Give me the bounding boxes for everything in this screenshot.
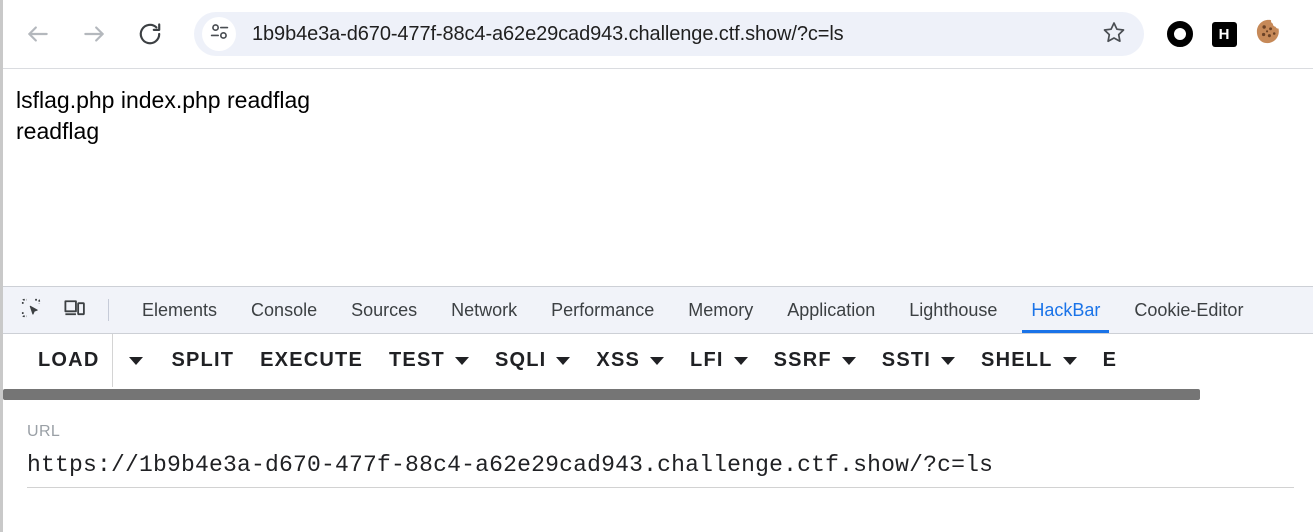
hackbar-sqli-button[interactable]: SQLI — [482, 334, 583, 387]
url-input[interactable]: https://1b9b4e3a-d670-477f-88c4-a62e29ca… — [27, 452, 994, 478]
hackbar-load-dropdown-button[interactable] — [112, 334, 158, 387]
button-label: EXECUTE — [260, 349, 364, 371]
reload-icon — [137, 21, 163, 47]
chevron-down-icon — [1062, 356, 1077, 365]
hackbar-extension-button[interactable]: H — [1202, 12, 1246, 56]
button-label: TEST — [389, 349, 445, 371]
tab-lighthouse[interactable]: Lighthouse — [892, 287, 1014, 333]
hackbar-body: URL https://1b9b4e3a-d670-477f-88c4-a62e… — [3, 401, 1313, 488]
site-settings-button[interactable] — [202, 17, 236, 51]
tab-label: Cookie-Editor — [1134, 299, 1244, 320]
hackbar-icon: H — [1211, 21, 1237, 47]
button-label: XSS — [596, 349, 641, 371]
tab-cookie-editor[interactable]: Cookie-Editor — [1117, 287, 1260, 333]
tab-label: Application — [787, 299, 876, 320]
chevron-down-icon — [128, 356, 143, 365]
hackbar-split-button[interactable]: SPLIT — [158, 334, 247, 387]
device-toolbar-button[interactable] — [58, 294, 90, 326]
extension-icons: H — [1158, 12, 1290, 56]
page-body-text: lsflag.php index.php readflag readflag — [16, 87, 311, 144]
tab-hackbar[interactable]: HackBar — [1014, 287, 1117, 333]
star-icon — [1102, 20, 1126, 49]
cookie-editor-extension-button[interactable] — [1246, 12, 1290, 56]
hackbar-horizontal-scrollbar[interactable] — [3, 387, 1313, 401]
chevron-down-icon — [556, 356, 571, 365]
tab-label: Elements — [142, 299, 218, 320]
hackbar-xss-button[interactable]: XSS — [583, 334, 677, 387]
button-label: SSRF — [773, 349, 832, 371]
forward-button[interactable] — [72, 12, 116, 56]
hackbar-test-button[interactable]: TEST — [376, 334, 482, 387]
button-label: SSTI — [881, 349, 932, 371]
tab-application[interactable]: Application — [770, 287, 892, 333]
chevron-down-icon — [454, 356, 469, 365]
button-label: SHELL — [981, 349, 1053, 371]
hackbar-toolbar: LOAD SPLIT EXECUTE TEST SQLI XSS LFI SSR… — [3, 334, 1313, 387]
window-left-edge — [0, 0, 3, 532]
hackbar-lfi-button[interactable]: LFI — [677, 334, 761, 387]
tune-sliders-icon — [209, 21, 230, 47]
toolbar-divider — [108, 299, 109, 321]
tab-label: Memory — [688, 299, 754, 320]
chevron-down-icon — [650, 356, 665, 365]
tab-label: Sources — [351, 299, 418, 320]
devtools-tabbar: Elements Console Sources Network Perform… — [3, 287, 1313, 334]
tab-network[interactable]: Network — [434, 287, 534, 333]
button-label: SPLIT — [171, 349, 235, 371]
tab-performance[interactable]: Performance — [534, 287, 671, 333]
address-bar[interactable]: 1b9b4e3a-d670-477f-88c4-a62e29cad943.cha… — [194, 12, 1144, 56]
url-input-underline — [27, 487, 1294, 488]
back-arrow-icon — [25, 21, 51, 47]
ring-extension-button[interactable] — [1158, 12, 1202, 56]
tab-label: Performance — [551, 299, 655, 320]
cookie-icon — [1254, 17, 1283, 51]
tab-elements[interactable]: Elements — [125, 287, 234, 333]
chevron-down-icon — [841, 356, 856, 365]
devtools-panel: Elements Console Sources Network Perform… — [3, 286, 1313, 532]
button-label: LFI — [690, 349, 724, 371]
chevron-down-icon — [733, 356, 748, 365]
bookmark-button[interactable] — [1096, 16, 1132, 52]
scrollbar-thumb[interactable] — [3, 389, 1200, 400]
hackbar-ssti-button[interactable]: SSTI — [869, 334, 968, 387]
ring-icon — [1167, 21, 1193, 47]
tab-label: Network — [451, 299, 518, 320]
tab-memory[interactable]: Memory — [671, 287, 770, 333]
hackbar-encoding-button[interactable]: E — [1090, 334, 1131, 387]
chevron-down-icon — [941, 356, 956, 365]
tab-label: Lighthouse — [909, 299, 998, 320]
tab-label: HackBar — [1031, 299, 1101, 320]
tab-sources[interactable]: Sources — [334, 287, 434, 333]
hackbar-ssrf-button[interactable]: SSRF — [761, 334, 869, 387]
page-viewport: lsflag.php index.php readflag readflag — [3, 69, 1313, 286]
button-label: E — [1102, 349, 1118, 371]
hackbar-execute-button[interactable]: EXECUTE — [247, 334, 376, 387]
hackbar-load-button[interactable]: LOAD — [25, 334, 112, 387]
forward-arrow-icon — [81, 21, 107, 47]
address-bar-text[interactable]: 1b9b4e3a-d670-477f-88c4-a62e29cad943.cha… — [252, 22, 844, 45]
reload-button[interactable] — [128, 12, 172, 56]
hackbar-shell-button[interactable]: SHELL — [968, 334, 1090, 387]
tab-label: Console — [251, 299, 318, 320]
url-field-label: URL — [27, 423, 61, 440]
back-button[interactable] — [16, 12, 60, 56]
button-label: LOAD — [38, 349, 100, 371]
inspect-cursor-icon — [20, 297, 42, 324]
inspect-element-button[interactable] — [15, 294, 47, 326]
device-toolbar-icon — [63, 296, 86, 324]
browser-toolbar: 1b9b4e3a-d670-477f-88c4-a62e29cad943.cha… — [0, 0, 1313, 69]
button-label: SQLI — [494, 349, 547, 371]
tab-console[interactable]: Console — [234, 287, 334, 333]
